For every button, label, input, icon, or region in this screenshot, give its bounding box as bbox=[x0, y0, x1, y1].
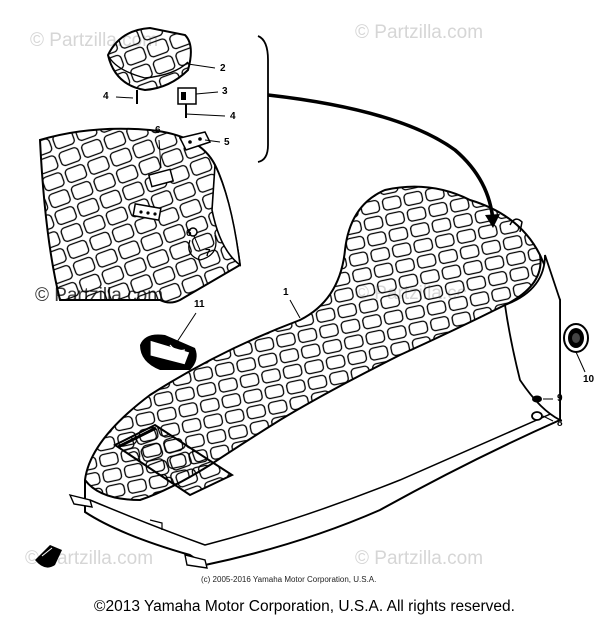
group-bracket bbox=[257, 35, 269, 163]
callout-6: 6 bbox=[155, 125, 161, 136]
leader-lines bbox=[115, 63, 586, 422]
seat-assembly bbox=[68, 185, 561, 569]
screws-4 bbox=[136, 90, 187, 118]
seat-rear-section bbox=[38, 127, 242, 304]
callout-4: 4 bbox=[230, 111, 236, 122]
callout-6: 6 bbox=[186, 228, 192, 239]
callout-8: 8 bbox=[557, 418, 563, 429]
assembly-arrow bbox=[267, 93, 500, 228]
footer-copyright: ©2013 Yamaha Motor Corporation, U.S.A. A… bbox=[94, 598, 515, 615]
washer-part-9 bbox=[532, 395, 542, 403]
watermark: © Partzilla.com bbox=[355, 548, 484, 569]
watermark: © Partzilla.com bbox=[355, 22, 484, 43]
grommet-part-10 bbox=[563, 323, 589, 353]
seat-cover-top bbox=[106, 26, 192, 92]
callout-2: 2 bbox=[220, 63, 226, 74]
hinge-bracket-3 bbox=[177, 87, 197, 105]
small-fitting bbox=[35, 545, 62, 568]
callout-3: 3 bbox=[222, 86, 228, 97]
callout-7: 7 bbox=[205, 248, 211, 259]
callout-5: 5 bbox=[224, 137, 230, 148]
strap-part-11 bbox=[140, 334, 197, 370]
callout-4: 4 bbox=[103, 91, 109, 102]
plate-5 bbox=[178, 131, 212, 151]
callout-1: 1 bbox=[283, 287, 289, 298]
diagram-copyright-note: (c) 2005-2016 Yamaha Motor Corporation, … bbox=[201, 575, 377, 584]
callout-11: 11 bbox=[194, 299, 205, 310]
callout-9: 9 bbox=[557, 393, 563, 404]
nut-part-8 bbox=[531, 411, 543, 421]
callout-10: 10 bbox=[583, 374, 595, 385]
